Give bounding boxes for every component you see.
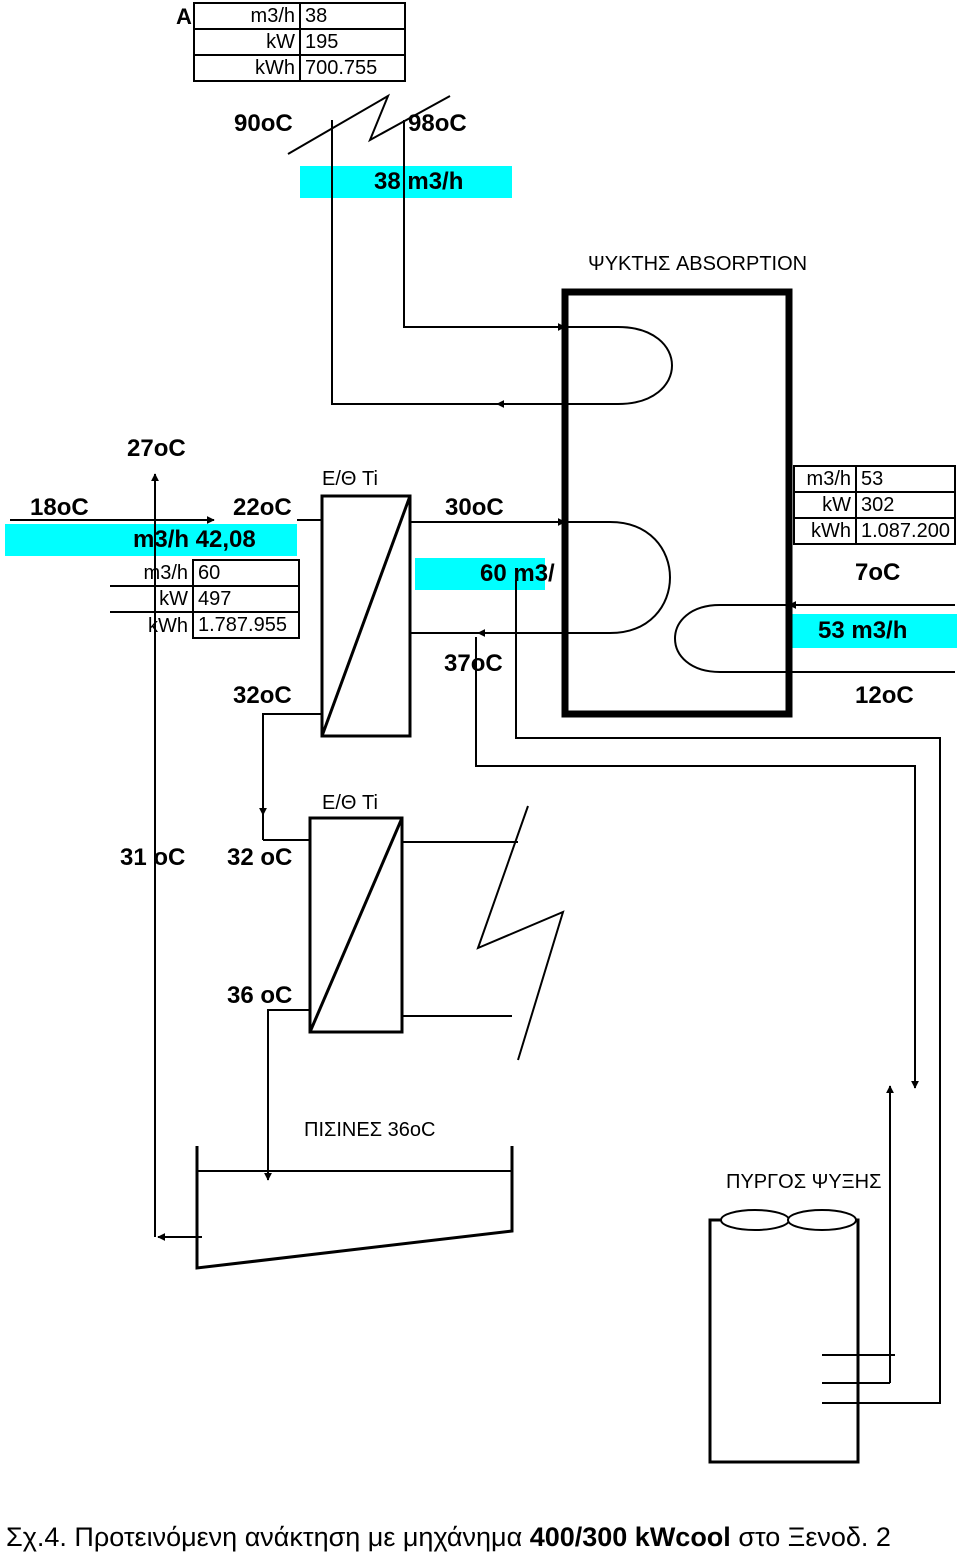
- value-cell: 53: [855, 465, 956, 493]
- tower-label: ΠΥΡΓΟΣ ΨΥΞΗΣ: [726, 1171, 882, 1193]
- value-cell: 60: [192, 559, 300, 587]
- temp-90: 90oC: [234, 110, 293, 137]
- value-cell: 195: [299, 28, 406, 56]
- figure-caption: Σχ.4. Προτεινόμενη ανάκτηση με μηχάνημα …: [6, 1522, 891, 1553]
- heat-exchanger-top: [320, 494, 412, 738]
- pools-label: ΠΙΣΙΝΕΣ 36oC: [304, 1119, 436, 1141]
- chiller-generator-loop: [565, 326, 673, 405]
- label-a: A: [176, 4, 192, 29]
- flow-42: m3/h 42,08: [133, 526, 256, 553]
- unit-cell: kWh: [793, 517, 857, 545]
- unit-cell: kW: [793, 491, 857, 519]
- hx-top-label: Ε/Θ Ti: [322, 468, 378, 490]
- flow-band-38: [300, 166, 512, 198]
- absorption-chiller: [561, 288, 793, 718]
- value-cell: 1.787.955: [192, 611, 300, 639]
- temp-30: 30oC: [445, 494, 504, 521]
- flow-band-53: [792, 614, 957, 648]
- heat-return-pipe: [331, 120, 565, 405]
- unit-cell: m3/h: [793, 465, 857, 493]
- flow-band-42: [5, 524, 297, 556]
- chiller-absorber-loop: [565, 521, 671, 634]
- unit-cell: m3/h: [110, 560, 194, 587]
- value-cell: 38: [299, 2, 406, 30]
- caption-bold: 400/300 kWcool: [529, 1522, 731, 1552]
- value-cell: 497: [192, 585, 300, 613]
- hx-bottom-label: Ε/Θ Ti: [322, 792, 378, 814]
- unit-cell: kW: [193, 28, 301, 56]
- cooling-tower: [708, 1218, 860, 1464]
- temp-98: 98oC: [408, 110, 467, 137]
- value-cell: 700.755: [299, 54, 406, 82]
- pool-basin: [195, 1146, 514, 1270]
- unit-cell: kWh: [110, 611, 194, 638]
- caption-suffix: στο Ξενοδ. 2: [730, 1522, 891, 1552]
- temp-37: 37oC: [444, 650, 503, 677]
- heat-exchanger-bottom: [308, 816, 404, 1034]
- flow-band-60: [415, 558, 545, 590]
- temp-32-top: 32oC: [233, 682, 292, 709]
- caption-prefix: Σχ.4. Προτεινόμενη ανάκτηση με μηχάνημα: [6, 1522, 530, 1552]
- tower-return-pipe: [475, 637, 919, 1089]
- tower-supply-pipe: [515, 580, 941, 1404]
- pipe-32-down: [259, 713, 322, 816]
- temp-12: 12oC: [855, 682, 914, 709]
- pipe-36-down: [264, 1009, 310, 1181]
- flow-53: 53 m3/h: [818, 617, 908, 644]
- tower-fan-right: [787, 1209, 857, 1231]
- break-symbol-bottom: [476, 805, 565, 1061]
- flow-38: 38 m3/h: [374, 168, 464, 195]
- temp-27: 27oC: [127, 435, 186, 462]
- value-cell: 302: [855, 491, 956, 519]
- unit-cell: kWh: [193, 54, 301, 82]
- temp-7: 7oC: [855, 559, 901, 586]
- break-symbol-top: [287, 93, 451, 155]
- chiller-title: ΨΥΚΤΗΣ ABSORPTION: [588, 253, 808, 275]
- flow-60: 60 m3/: [480, 560, 555, 587]
- value-cell: 1.087.200: [855, 517, 956, 545]
- chilled-loop: [674, 604, 789, 673]
- temp-36: 36 oC: [227, 982, 293, 1009]
- temp-22: 22oC: [233, 494, 292, 521]
- temp-18: 18oC: [30, 494, 89, 521]
- temp-31: 31 oC: [120, 844, 186, 871]
- heat-supply-pipe: [403, 120, 566, 331]
- unit-cell: kW: [110, 585, 194, 613]
- temp-32: 32 oC: [227, 844, 293, 871]
- unit-cell: m3/h: [193, 2, 301, 30]
- tower-fan-left: [720, 1209, 790, 1231]
